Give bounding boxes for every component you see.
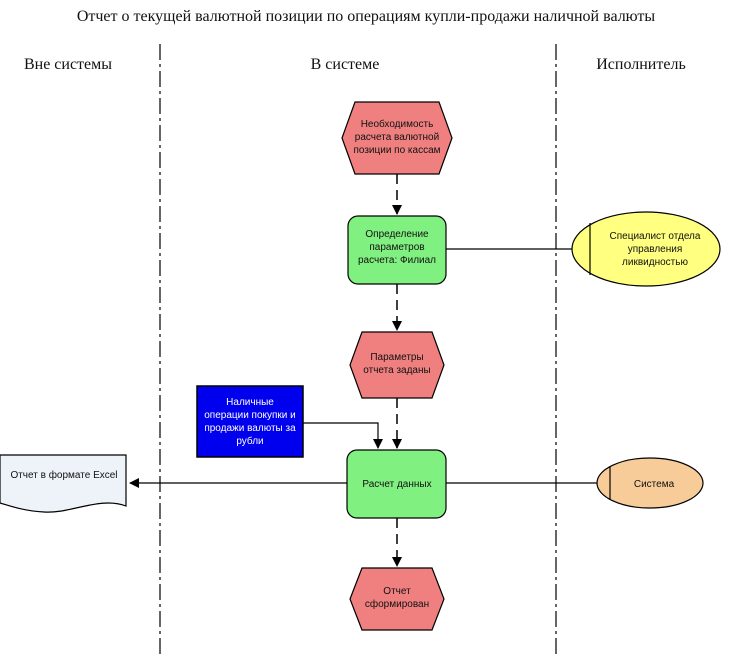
function-params-node: Определение параметров расчета: Филиал [347,215,447,285]
event-start-shape [341,101,453,175]
role-system-node: Система [596,457,704,509]
event-end-line-1: Отчет [383,586,411,597]
input-operations-line-2: операции покупки и [204,410,296,421]
role-specialist-shape [571,211,721,287]
output-document-label: Отчет в формате Excel [10,469,117,481]
function-params-line-3: расчета: Филиал [358,255,436,266]
input-operations-node: Наличные операции покупки и продажи валю… [196,385,304,458]
role-specialist-line-3: ликвидностью [622,257,688,268]
solid-links [129,248,597,488]
role-specialist-line-2: управления [628,244,683,255]
event-end-line-2: сформирован [365,598,429,610]
lane-header-inside: В системе [311,56,380,73]
function-params-line-1: Определение [365,229,429,240]
lane-header-executor: Исполнитель [596,56,686,73]
function-calc-label: Расчет данных [362,479,431,490]
event-params-set-shape [349,331,445,399]
event-start-line-2: расчета валютной [355,132,439,143]
role-system-label: Система [634,479,675,490]
role-specialist-node: Специалист отдела управления ликвидность… [571,211,721,287]
role-specialist-line-1: Специалист отдела [610,231,701,242]
event-start-line-3: позиции по кассам [353,145,440,156]
event-start-line-1: Необходимость [361,118,434,130]
lane-header-outside: Вне системы [24,56,112,73]
role-system-shape [596,457,704,509]
event-params-set-node: Параметры отчета заданы [349,331,445,399]
output-document-node: Отчет в формате Excel [0,454,127,513]
event-params-set-line-2: отчета заданы [363,365,430,376]
event-end-shape [349,567,445,631]
function-calc-node: Расчет данных [346,449,447,519]
input-operations-shape [196,385,304,458]
function-params-shape [347,215,447,285]
output-document-shape [0,454,127,513]
event-start-node: Необходимость расчета валютной позиции п… [341,101,453,175]
function-calc-shape [346,449,447,519]
link-input-to-calc [303,422,383,449]
function-params-line-2: параметров [369,242,424,253]
input-operations-line-4: рубли [236,435,263,447]
input-operations-line-3: продажи валюты за [204,423,296,434]
event-end-node: Отчет сформирован [349,567,445,631]
input-operations-line-1: Наличные [226,397,274,408]
diagram-title: Отчет о текущей валютной позиции по опер… [77,8,656,25]
event-params-set-line-1: Параметры [370,352,423,363]
